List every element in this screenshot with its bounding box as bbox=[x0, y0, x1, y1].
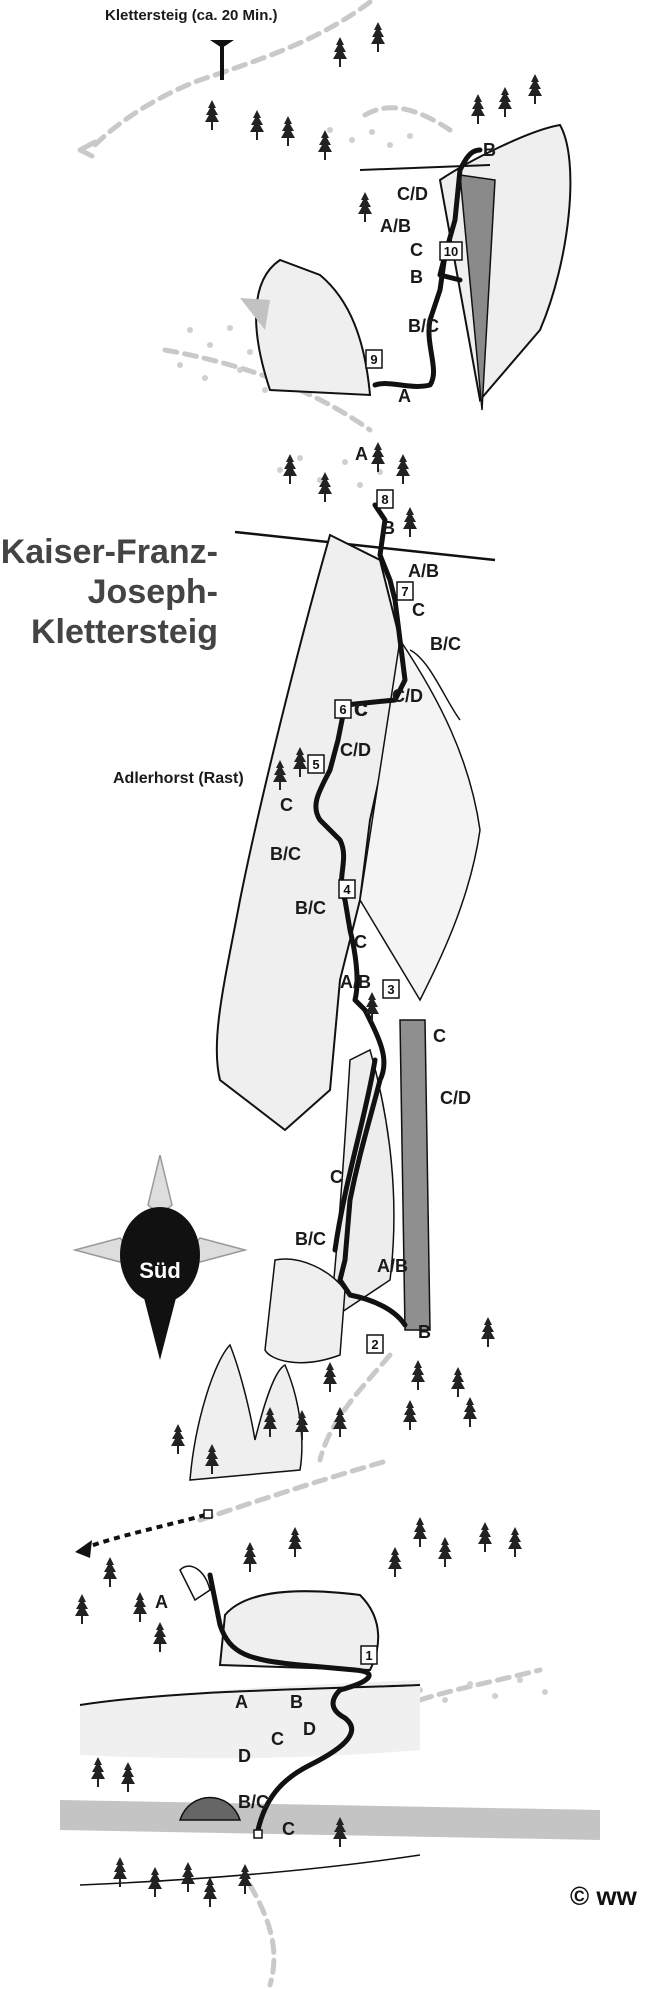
svg-text:5: 5 bbox=[312, 757, 319, 772]
grade-label: A/B bbox=[380, 216, 411, 236]
grade-label: A bbox=[235, 1692, 248, 1712]
grade-label: C bbox=[355, 700, 368, 720]
grade-label: A/B bbox=[377, 1256, 408, 1276]
route-title-line-3: Klettersteig bbox=[31, 613, 218, 651]
grade-label: A bbox=[355, 444, 368, 464]
exit-arrow bbox=[75, 1510, 262, 1838]
grade-label: C/D bbox=[392, 686, 423, 706]
grade-label: C bbox=[433, 1026, 446, 1046]
pitch-number-9: 9 bbox=[366, 350, 382, 368]
grade-label: A/B bbox=[340, 972, 371, 992]
grade-label: B/C bbox=[238, 1792, 269, 1812]
grade-label: C bbox=[282, 1819, 295, 1839]
pitch-number-5: 5 bbox=[308, 755, 324, 773]
copyright-notice: © ww bbox=[570, 1881, 638, 1911]
pitch-number-2: 2 bbox=[367, 1335, 383, 1353]
grade-label: B bbox=[382, 518, 395, 538]
rest-point-label: Adlerhorst (Rast) bbox=[113, 770, 244, 787]
svg-text:6: 6 bbox=[339, 702, 346, 717]
route-title-line-1: Kaiser-Franz- bbox=[1, 533, 218, 571]
grade-label: B/C bbox=[430, 634, 461, 654]
pitch-number-7: 7 bbox=[397, 582, 413, 600]
grade-label: B bbox=[483, 140, 496, 160]
grade-label: C bbox=[330, 1167, 343, 1187]
grade-label: B/C bbox=[270, 844, 301, 864]
grade-label: C bbox=[271, 1729, 284, 1749]
grade-label: B/C bbox=[408, 316, 439, 336]
svg-text:4: 4 bbox=[343, 882, 351, 897]
exit-trail-label: Klettersteig (ca. 20 Min.) bbox=[105, 7, 278, 24]
pitch-number-8: 8 bbox=[377, 490, 393, 508]
svg-text:8: 8 bbox=[381, 492, 388, 507]
grade-label: B/C bbox=[295, 1229, 326, 1249]
pitch-number-1: 1 bbox=[361, 1646, 377, 1664]
grade-label: C bbox=[354, 932, 367, 952]
grade-label: B bbox=[290, 1692, 303, 1712]
grade-label: B/C bbox=[295, 898, 326, 918]
svg-text:7: 7 bbox=[401, 584, 408, 599]
grade-label: D bbox=[303, 1719, 316, 1739]
grade-label: C bbox=[410, 240, 423, 260]
grade-label: A/B bbox=[408, 561, 439, 581]
route-title-line-2: Joseph- bbox=[88, 573, 218, 611]
grade-label: D bbox=[238, 1746, 251, 1766]
compass-label: Süd bbox=[139, 1258, 181, 1283]
pitch-number-10: 10 bbox=[440, 242, 462, 260]
svg-text:1: 1 bbox=[365, 1648, 372, 1663]
svg-text:3: 3 bbox=[387, 982, 394, 997]
grade-label: C bbox=[280, 795, 293, 815]
upper-wall bbox=[240, 125, 570, 410]
grade-label: C/D bbox=[397, 184, 428, 204]
pitch-number-3: 3 bbox=[383, 980, 399, 998]
grade-label: C/D bbox=[440, 1088, 471, 1108]
svg-text:9: 9 bbox=[370, 352, 377, 367]
left-spires bbox=[190, 1345, 302, 1480]
grade-label: A bbox=[398, 386, 411, 406]
pitch-number-4: 4 bbox=[339, 880, 355, 898]
svg-text:10: 10 bbox=[444, 244, 458, 259]
grade-label: C bbox=[412, 600, 425, 620]
grade-label: B bbox=[418, 1322, 431, 1342]
grade-label: A bbox=[155, 1592, 168, 1612]
svg-text:2: 2 bbox=[371, 1337, 378, 1352]
grade-label: C/D bbox=[340, 740, 371, 760]
grade-label: B bbox=[410, 267, 423, 287]
pitch-number-6: 6 bbox=[335, 700, 351, 718]
